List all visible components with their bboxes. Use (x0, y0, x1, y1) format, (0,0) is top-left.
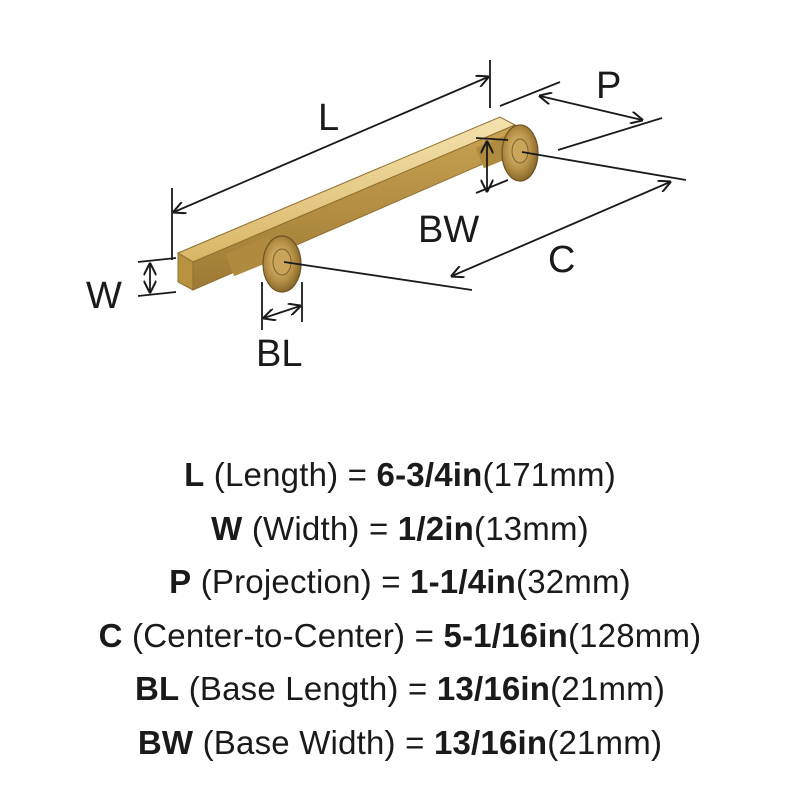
specification-list: L (Length) = 6-3/4in(171mm) W (Width) = … (0, 448, 800, 769)
spec-projection: P (Projection) = 1-1/4in(32mm) (169, 563, 631, 600)
length-dimension-arrow (174, 77, 488, 212)
left-post (225, 235, 302, 293)
projection-dimension-arrow (540, 96, 642, 120)
label-projection: P (596, 65, 621, 107)
spec-center-to-center: C (Center-to-Center) = 5-1/16in(128mm) (98, 616, 702, 654)
label-center-to-center: C (548, 239, 575, 281)
label-base-width: BW (418, 209, 479, 251)
spec-width: W (Width) = 1/2in(13mm) (211, 509, 589, 547)
handle-bar (176, 116, 517, 291)
spec-base-length: BL (Base Length) = 13/16in(21mm) (134, 670, 666, 707)
label-width: W (86, 275, 122, 317)
label-length: L (318, 97, 339, 139)
base-length-dimension-arrow (264, 306, 300, 318)
spec-length: L (Length) = 6-3/4in(171mm) (184, 456, 616, 493)
spec-base-width: BW (Base Width) = 13/16in(21mm) (137, 723, 663, 761)
label-base-length: BL (256, 333, 302, 375)
cabinet-pull-diagram: L P W BW C BL (86, 60, 687, 375)
dimension-lines (137, 60, 687, 330)
center-dimension-arrow (452, 182, 670, 276)
